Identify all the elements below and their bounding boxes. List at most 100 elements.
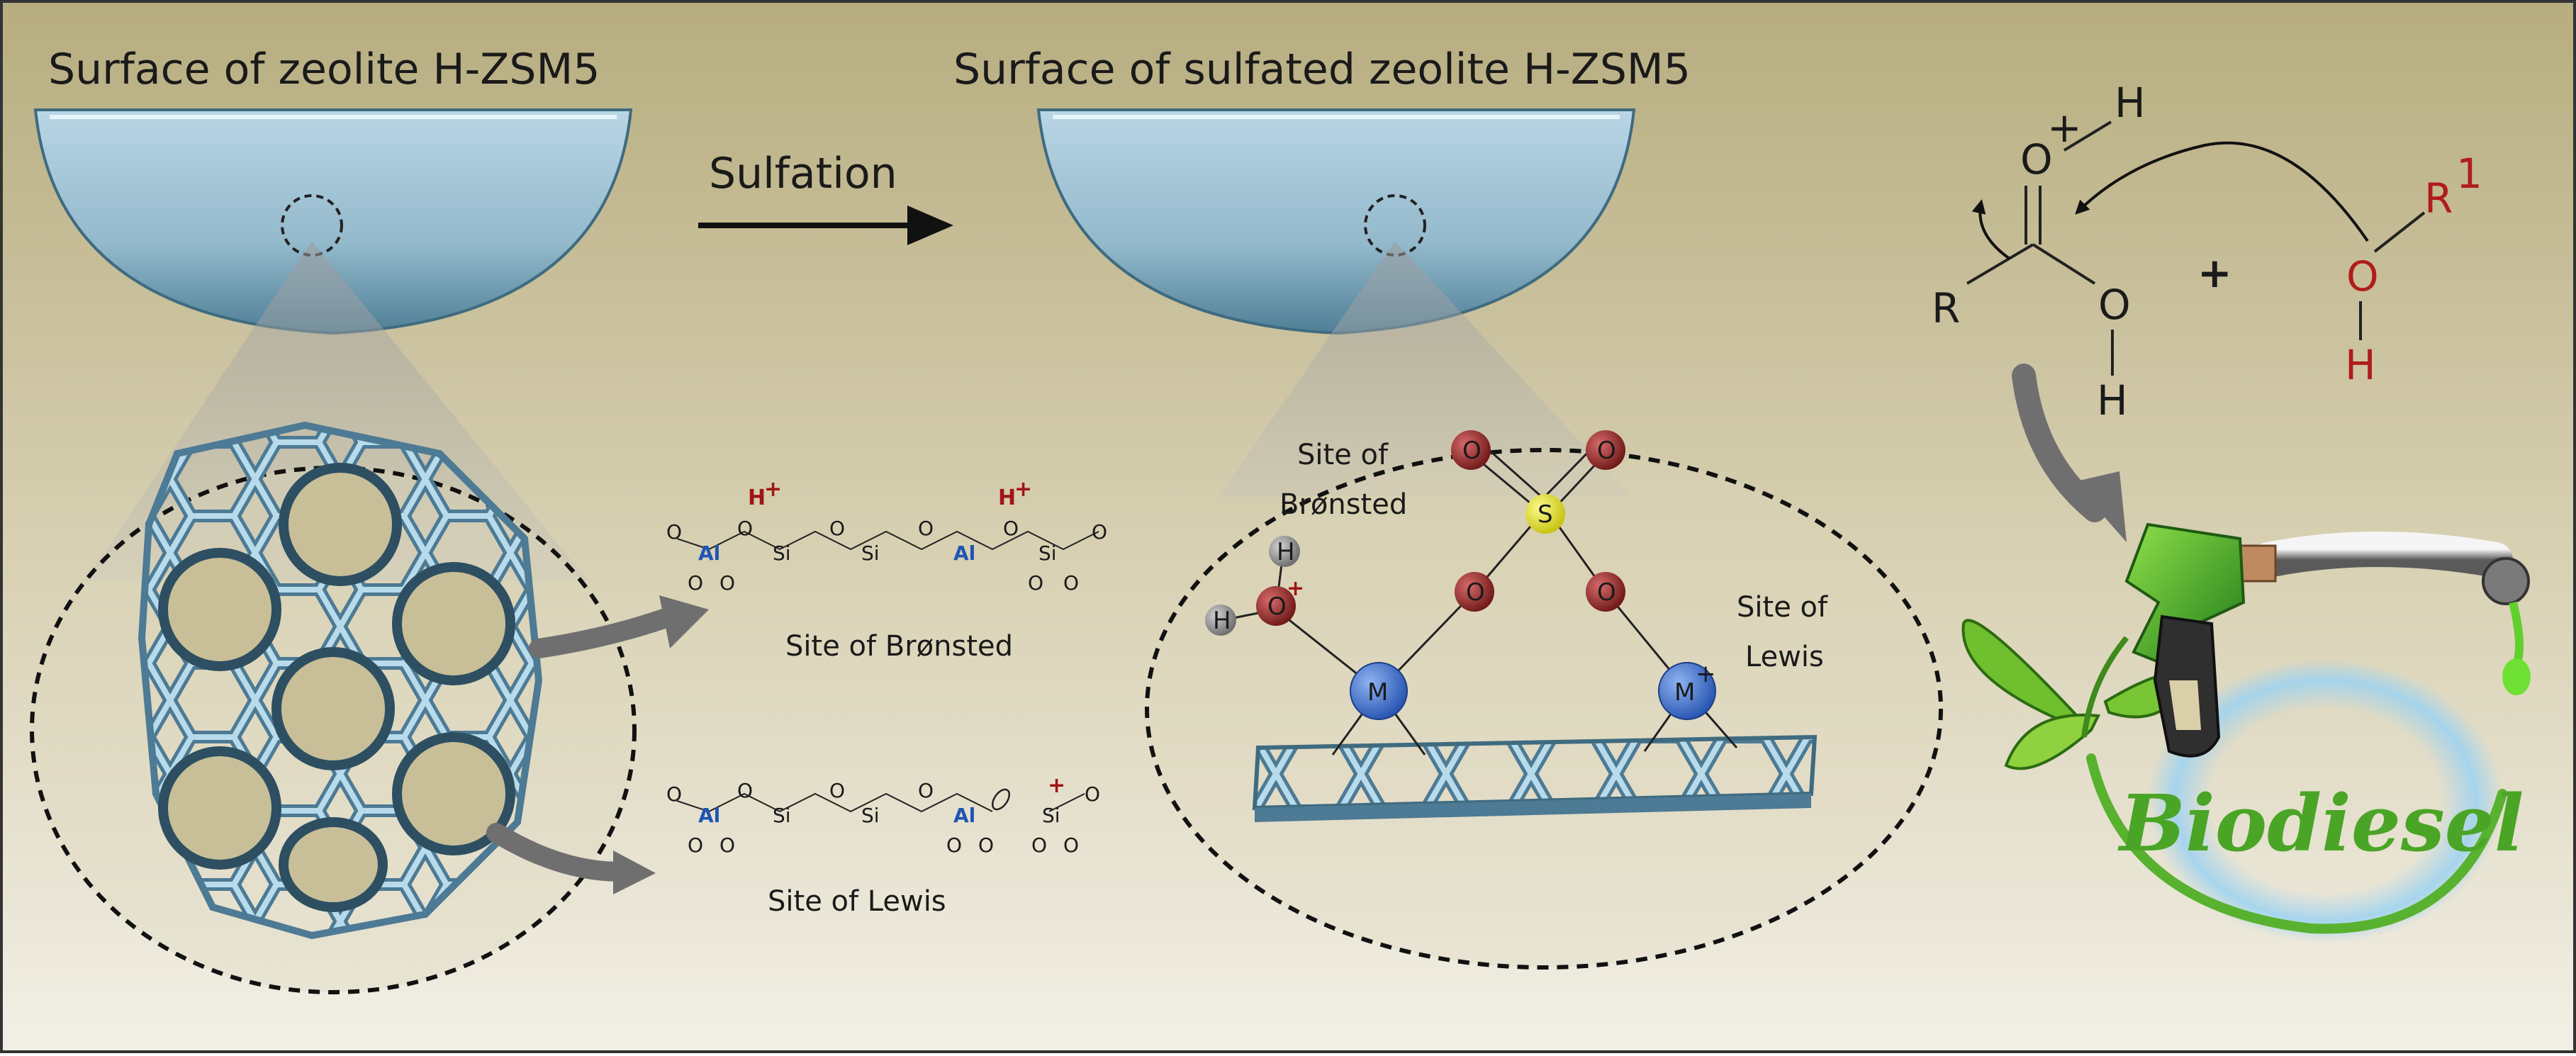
middle-panel-title: Surface of sulfated zeolite H-ZSM5 [953, 45, 1691, 94]
bond [2032, 243, 2096, 285]
oxygen-atom-label: O [1597, 578, 1616, 607]
proton-charge: + [1014, 477, 1032, 502]
alcohol-r-superscript: 1 [2456, 150, 2482, 198]
cation-charge: + [1048, 773, 1065, 798]
alcohol-r-group: R [2424, 174, 2453, 223]
hydrogen-atom-label: H [1213, 607, 1231, 635]
lewis-chain: O Al O Si O Si O Al Si + O O O O O O O [666, 773, 1100, 857]
sulfur-atom-label: S [1538, 500, 1553, 529]
sulfation-arrow-head [907, 206, 953, 245]
oxygen-atom-label: O [1267, 592, 1287, 621]
bond [2373, 211, 2426, 253]
bronsted-label-line1: Site of [1297, 439, 1389, 471]
r-group: R [1932, 284, 1960, 332]
hydroxyl-hydrogen: H [2097, 376, 2128, 425]
hydroxonium-group: O + H H [1205, 536, 1304, 636]
chain-oxygen: O [666, 782, 682, 806]
hydroxyl-oxygen: O [2098, 281, 2131, 329]
metal-cation-charge: + [1696, 660, 1716, 688]
chain-atom: Si [861, 541, 880, 565]
alcohol-oxygen: O [2346, 252, 2379, 300]
chain-atom: Al [698, 804, 720, 827]
empty-orbital-icon [991, 788, 1011, 811]
fuel-hose [2251, 532, 2513, 578]
zoom-circle-large [1145, 448, 1943, 970]
hydrogen-atom [1269, 536, 1300, 567]
product-arrow [2012, 364, 2107, 522]
zeolite-framework [138, 421, 543, 940]
esterification-reaction: O + H R O H + O R 1 H [1932, 79, 2482, 425]
blue-glow [2148, 659, 2502, 943]
chain-oxygen: O [688, 571, 703, 595]
chain-oxygen: O [1063, 571, 1079, 595]
arrow-to-bronsted-chain [529, 607, 680, 658]
hose-end [2482, 557, 2530, 605]
chain-oxygen: O [829, 779, 845, 802]
chain-atom: Al [698, 541, 720, 565]
chain-atom: Al [953, 804, 975, 827]
proton: H [998, 485, 1016, 510]
zeolite-slab [1252, 734, 1818, 822]
chain-oxygen: O [978, 833, 994, 857]
bronsted-label-line2: Brønsted [1279, 488, 1407, 521]
proton: H [748, 485, 766, 510]
chain-oxygen: O [1028, 571, 1043, 595]
lewis-site-label: Site of Lewis [768, 885, 946, 918]
plant-stem [2081, 636, 2129, 738]
chain-oxygen: O [1092, 520, 1107, 544]
arrow-to-lewis-chain [486, 823, 630, 882]
oxygen-atom [1256, 586, 1296, 626]
chain-atom: Si [861, 804, 880, 827]
biodiesel-illustration: Biodiesel [1961, 522, 2531, 943]
lewis-label-line1: Site of [1737, 591, 1828, 624]
sulfate-group: O O S O O [1451, 430, 1625, 612]
bond [2063, 120, 2112, 152]
metal-atom [1350, 662, 1408, 720]
chain-oxygen: O [946, 833, 962, 857]
oxygen-atom [1586, 430, 1625, 470]
metal-cation [1658, 662, 1716, 720]
bronsted-chain: O Al O Si O Si O Al O Si O O O O O H + H… [666, 477, 1107, 595]
electron-arrow [1971, 199, 2011, 260]
metal-atom-label: M [1367, 678, 1388, 707]
bond [1966, 243, 2034, 285]
chain-oxygen: O [719, 833, 735, 857]
leaf-icon [2004, 713, 2101, 770]
green-swoosh [2086, 753, 2507, 934]
left-panel-title: Surface of zeolite H-ZSM5 [48, 45, 600, 94]
chain-oxygen: O [1031, 833, 1047, 857]
chain-oxygen: O [1063, 833, 1079, 857]
zoom-cone [1219, 241, 1630, 496]
chain-atom: Al [953, 541, 975, 565]
chain-oxygen: O [918, 779, 934, 802]
chain-atom: Si [773, 541, 791, 565]
nucleophilic-attack-arrow [2075, 141, 2369, 242]
chain-oxygen: O [737, 779, 753, 802]
fuel-drop-icon [2502, 658, 2531, 695]
chain-oxygen: O [829, 517, 845, 540]
chain-atom: Si [773, 804, 791, 827]
chain-oxygen: O [688, 833, 703, 857]
zoom-circle-small [1364, 194, 1426, 257]
chain-oxygen: O [918, 517, 934, 540]
sulfation-label: Sulfation [709, 149, 897, 198]
proton-charge: + [764, 477, 782, 502]
chain-oxygen: O [1003, 517, 1019, 540]
chain-oxygen: O [719, 571, 735, 595]
zoom-circle-small [281, 194, 343, 257]
oxygen-atom-label: O [1462, 437, 1482, 465]
product-arrow-head [2073, 471, 2127, 542]
oxygen-atom-label: O [1466, 578, 1485, 607]
chain-atom: Si [1042, 804, 1060, 827]
bronsted-site-label: Site of Brønsted [785, 630, 1013, 663]
arrow-to-lewis-head [613, 850, 656, 894]
biodiesel-label: Biodiesel [2117, 777, 2524, 869]
sulfur-atom [1525, 494, 1565, 534]
lewis-label-line2: Lewis [1745, 641, 1824, 673]
chain-oxygen: O [666, 520, 682, 544]
oxygen-atom [1586, 572, 1625, 612]
plus-sign: + [2197, 249, 2232, 297]
acid-hydrogen: H [2115, 79, 2146, 127]
